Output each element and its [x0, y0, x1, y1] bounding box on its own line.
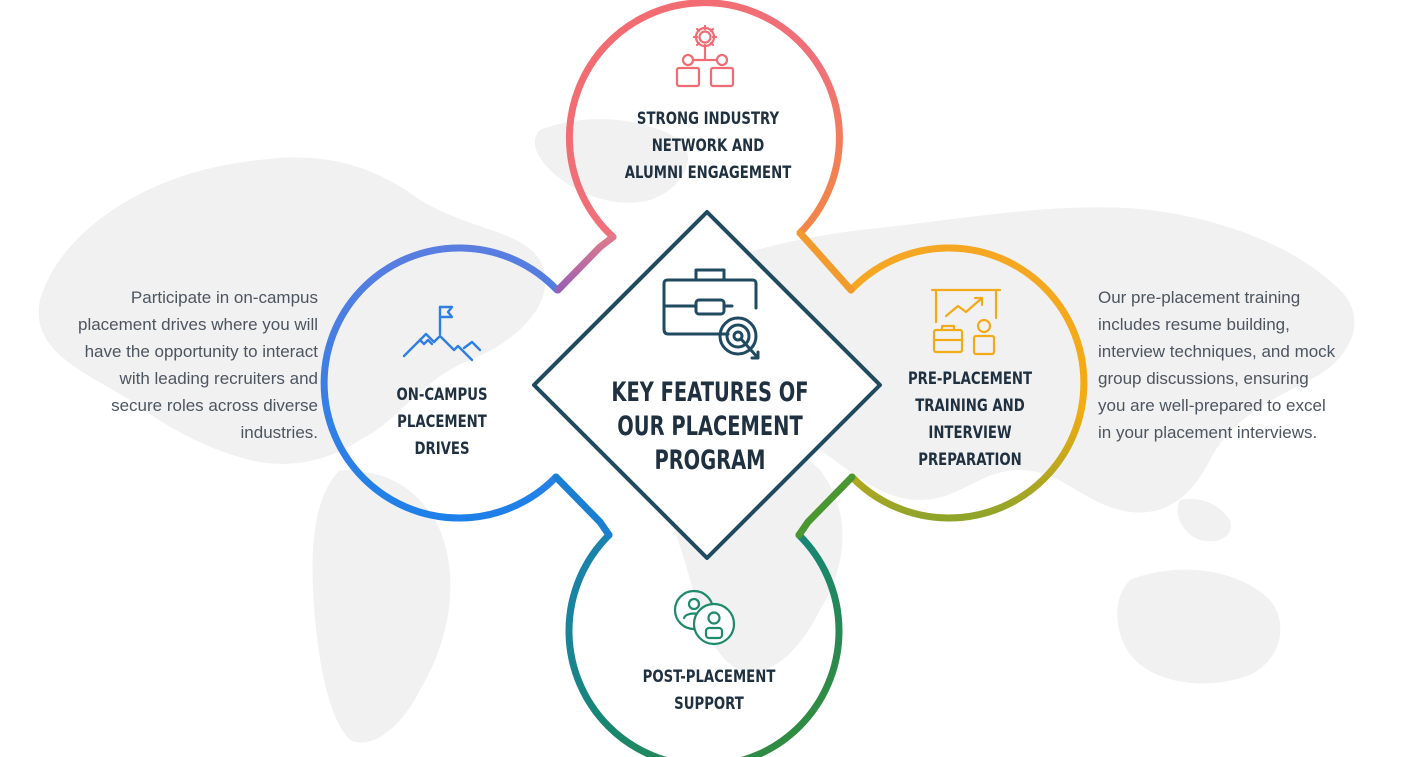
users-support-icon: [673, 589, 736, 646]
briefcase-target-icon: [662, 268, 760, 360]
connector-right-bottom: [795, 473, 856, 539]
top-circle-arc: [565, 0, 843, 241]
top-feature-title: STRONG INDUSTRY NETWORK AND ALUMNI ENGAG…: [624, 109, 792, 183]
right-description: Our pre-placement training includes resu…: [1098, 288, 1336, 442]
connector-top-right: [796, 229, 855, 294]
bottom-feature-title: POST-PLACEMENT SUPPORT: [642, 667, 776, 714]
connector-top-left: [554, 233, 617, 294]
mountain-flag-icon: [402, 305, 482, 362]
connector-left-bottom: [552, 473, 613, 539]
network-gear-icon: [675, 24, 735, 88]
left-circle-arc: [320, 244, 561, 522]
right-feature-title: PRE-PLACEMENT TRAINING AND INTERVIEW PRE…: [907, 369, 1033, 470]
left-description: Participate in on-campus placement drive…: [78, 288, 318, 442]
center-diamond: [532, 210, 882, 560]
left-feature-title: ON-CAMPUS PLACEMENT DRIVES: [396, 385, 488, 459]
presentation-board-icon: [930, 288, 1002, 356]
center-title: KEY FEATURES OF OUR PLACEMENT PROGRAM: [611, 377, 809, 476]
right-circle-arc: [847, 244, 1088, 522]
bottom-circle-arc: [565, 531, 843, 757]
